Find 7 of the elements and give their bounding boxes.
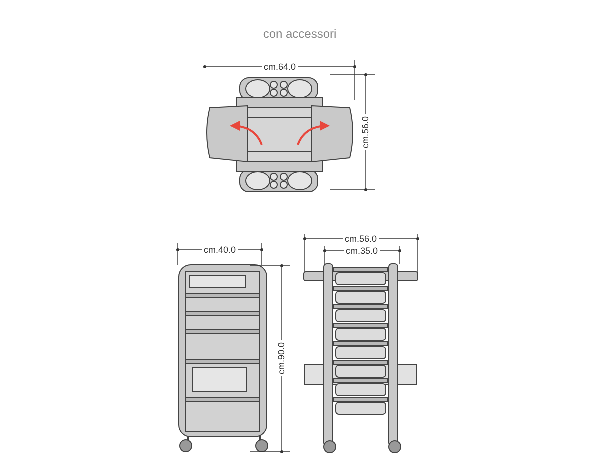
dimension-label: cm.64.0: [262, 62, 298, 72]
dimension-label: cm.56.0: [343, 234, 380, 244]
dimension-label: cm.35.0: [344, 246, 380, 256]
dimension-label: cm.56.0: [360, 114, 372, 150]
dimension-label: cm.40.0: [202, 244, 238, 256]
dimension-label: cm.90.0: [276, 340, 288, 376]
title: con accessori: [262, 27, 338, 41]
